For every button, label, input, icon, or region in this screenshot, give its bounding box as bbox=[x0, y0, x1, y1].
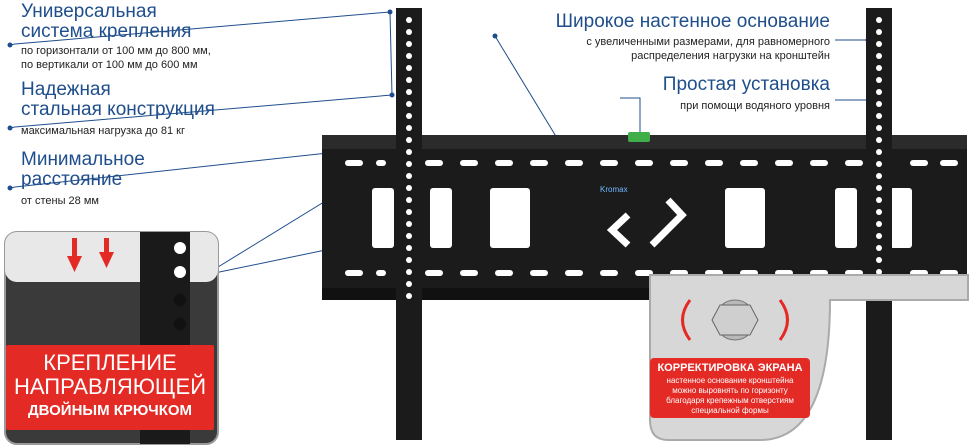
mount-system-detail-2: по вертикали от 100 мм до 600 мм bbox=[21, 59, 198, 71]
distance-detail: от стены 28 мм bbox=[21, 195, 99, 207]
wide-base-title: Широкое настенное основание bbox=[555, 11, 830, 32]
down-arrow-icon bbox=[67, 238, 114, 272]
distance-title-2: расстояние bbox=[21, 169, 123, 190]
hook-caption: КРЕПЛЕНИЕ НАПРАВЛЯЮЩЕЙ ДВОЙНЫМ КРЮЧКОМ bbox=[6, 345, 214, 430]
mount-system-title-1: Универсальная bbox=[21, 1, 157, 22]
feature-install: Простая установка при помощи водяного ур… bbox=[600, 75, 830, 113]
brand-logo: Kromax bbox=[600, 185, 628, 194]
wide-base-detail-1: с увеличенными размерами, для равномерно… bbox=[586, 36, 830, 48]
right-arm bbox=[866, 8, 892, 440]
adjust-caption-text: настенное основание кронштейна можно выр… bbox=[654, 376, 806, 416]
distance-title-1: Минимальное bbox=[21, 149, 145, 170]
adjust-caption-line1: настенное основание кронштейна bbox=[666, 376, 794, 385]
adjust-caption-line4: специальной формы bbox=[691, 406, 769, 415]
adjust-caption-line2: можно выровнять по горизонту bbox=[672, 386, 788, 395]
adjust-caption-line3: благодаря крепежным отверстиям bbox=[666, 396, 794, 405]
hook-caption-line3: ДВОЙНЫМ КРЮЧКОМ bbox=[27, 402, 193, 419]
wide-base-detail-2: распределения нагрузки на кронштейн bbox=[631, 50, 830, 62]
adjust-caption-title: КОРРЕКТИРОВКА ЭКРАНА bbox=[657, 362, 803, 374]
left-arm bbox=[396, 8, 422, 440]
wall-plate bbox=[322, 132, 967, 300]
mount-system-title-2: система крепления bbox=[21, 21, 192, 42]
install-detail: при помощи водяного уровня bbox=[680, 100, 830, 112]
install-title: Простая установка bbox=[662, 74, 830, 95]
level-bubble-icon bbox=[628, 132, 650, 142]
steel-detail: максимальная нагрузка до 81 кг bbox=[21, 125, 185, 137]
hook-caption-line2: НАПРАВЛЯЮЩЕЙ bbox=[13, 374, 207, 399]
mount-system-detail-1: по горизонтали от 100 мм до 800 мм, bbox=[21, 45, 211, 57]
steel-title-1: Надежная bbox=[21, 79, 111, 100]
feature-wide-base: Широкое настенное основание с увеличенны… bbox=[500, 12, 830, 63]
chevron-arrows-icon bbox=[606, 197, 687, 248]
adjust-caption: КОРРЕКТИРОВКА ЭКРАНА настенное основание… bbox=[650, 358, 810, 418]
hook-caption-line1: КРЕПЛЕНИЕ bbox=[43, 350, 177, 375]
